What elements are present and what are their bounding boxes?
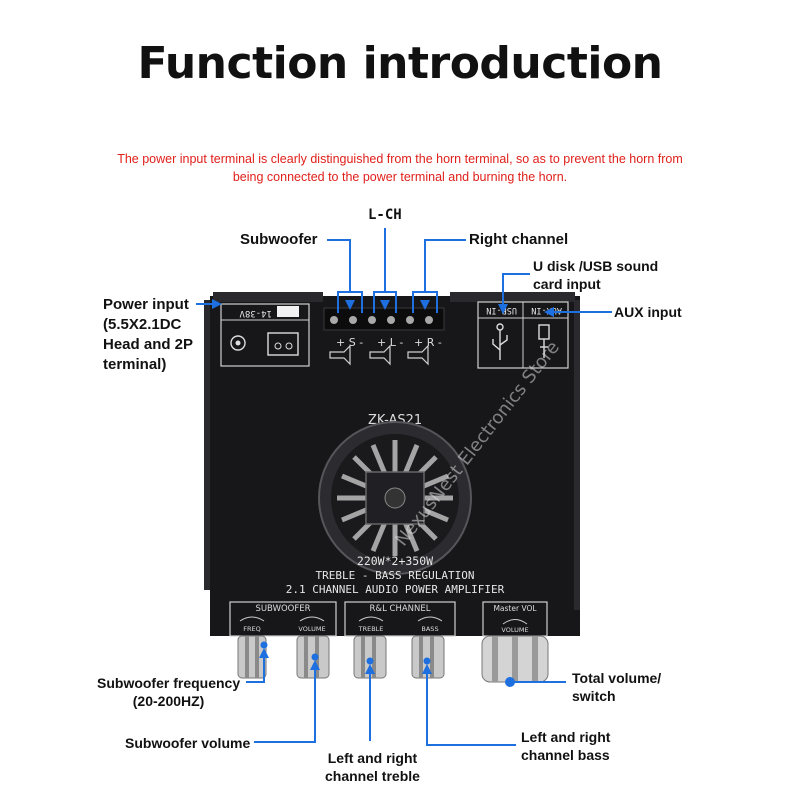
section-subwoofer: SUBWOOFER bbox=[255, 604, 310, 614]
knob-freq[interactable] bbox=[237, 635, 267, 679]
knob-volume-label: VOLUME bbox=[298, 625, 325, 633]
svg-text:+ S -: + S - bbox=[336, 336, 363, 349]
page-title: Function introduction bbox=[137, 38, 663, 89]
cooling-fan bbox=[318, 421, 472, 575]
label-treble: Left and right channel treble bbox=[325, 749, 420, 785]
label-total-volume-line-2: switch bbox=[572, 688, 616, 704]
label-aux: AUX input bbox=[614, 304, 682, 320]
aux-port-label: AUX-IN bbox=[531, 305, 562, 315]
label-sub-volume: Subwoofer volume bbox=[125, 735, 251, 751]
subwoofer-section-box bbox=[229, 601, 337, 637]
knob-master-volume[interactable] bbox=[481, 635, 549, 683]
label-usb-line-1: U disk /USB sound bbox=[533, 258, 659, 274]
speaker-icon bbox=[369, 344, 391, 366]
usb-icon bbox=[492, 323, 508, 360]
label-lch: L-CH bbox=[368, 207, 402, 223]
label-total-volume: Total volume/ switch bbox=[572, 669, 661, 705]
side-right bbox=[574, 300, 580, 610]
heatsink-right bbox=[450, 292, 575, 302]
label-power-line-2: (5.5X2.1DC bbox=[103, 316, 182, 333]
label-bass: Left and right channel bass bbox=[521, 728, 610, 764]
label-sub-frequency-line-2: (20-200HZ) bbox=[132, 693, 205, 709]
label-power-line-1: Power input bbox=[103, 296, 189, 313]
label-usb: U disk /USB sound card input bbox=[533, 257, 658, 293]
label-right-channel: Right channel bbox=[469, 231, 569, 248]
label-sub-frequency: Subwoofer frequency (20-200HZ) bbox=[97, 674, 240, 710]
dc-plug-icon bbox=[230, 335, 246, 351]
knob-treble-label: TREBLE bbox=[358, 625, 384, 633]
aux-jack-icon bbox=[538, 324, 550, 358]
power-section-box bbox=[220, 303, 310, 367]
label-bass-line-2: channel bass bbox=[521, 747, 610, 763]
tagline-1: TREBLE - BASS REGULATION bbox=[316, 569, 475, 582]
label-power-line-4: terminal) bbox=[103, 356, 167, 373]
section-master: Master VOL bbox=[493, 604, 537, 613]
label-usb-line-2: card input bbox=[533, 276, 601, 292]
knob-bass[interactable] bbox=[411, 635, 445, 679]
dc-jack bbox=[277, 306, 299, 317]
tagline-2: 2.1 CHANNEL AUDIO POWER AMPLIFIER bbox=[286, 583, 505, 596]
label-total-volume-line-1: Total volume/ bbox=[572, 670, 662, 686]
label-bass-line-1: Left and right bbox=[521, 729, 611, 745]
power-rating: 220W*2+350W bbox=[357, 554, 433, 568]
svg-text:+ R -: + R - bbox=[414, 336, 442, 349]
warning-text: The power input terminal is clearly dist… bbox=[95, 150, 705, 186]
label-treble-line-2: channel treble bbox=[325, 768, 420, 784]
label-sub-frequency-line-1: Subwoofer frequency bbox=[97, 675, 241, 691]
label-power: Power input (5.5X2.1DC Head and 2P termi… bbox=[103, 295, 193, 375]
label-treble-line-1: Left and right bbox=[327, 750, 418, 766]
callout-arrows bbox=[212, 299, 554, 687]
knob-bass-label: BASS bbox=[421, 625, 438, 633]
warning-line-2: being connected to the power terminal an… bbox=[232, 170, 568, 184]
speaker-icon bbox=[329, 344, 351, 366]
svg-text:+ L -: + L - bbox=[377, 336, 403, 349]
knob-freq-label: FREQ bbox=[243, 625, 260, 633]
label-subwoofer: Subwoofer bbox=[240, 231, 318, 248]
section-rl: R&L CHANNEL bbox=[370, 604, 431, 614]
knob-master-label: VOLUME bbox=[501, 626, 528, 634]
terminal-block-icon bbox=[267, 332, 299, 356]
heatsink-left bbox=[213, 292, 323, 302]
knob-treble[interactable] bbox=[353, 635, 387, 679]
voltage-label: 14-38V bbox=[239, 308, 272, 318]
speaker-icon bbox=[407, 344, 429, 366]
speaker-terminals: + S - + L - + R - bbox=[323, 307, 445, 366]
warning-line-1: The power input terminal is clearly dist… bbox=[117, 152, 683, 166]
side-left bbox=[204, 300, 210, 590]
callout-lines bbox=[196, 228, 612, 746]
label-power-line-3: Head and 2P bbox=[103, 336, 194, 353]
rl-section-box bbox=[344, 601, 456, 637]
